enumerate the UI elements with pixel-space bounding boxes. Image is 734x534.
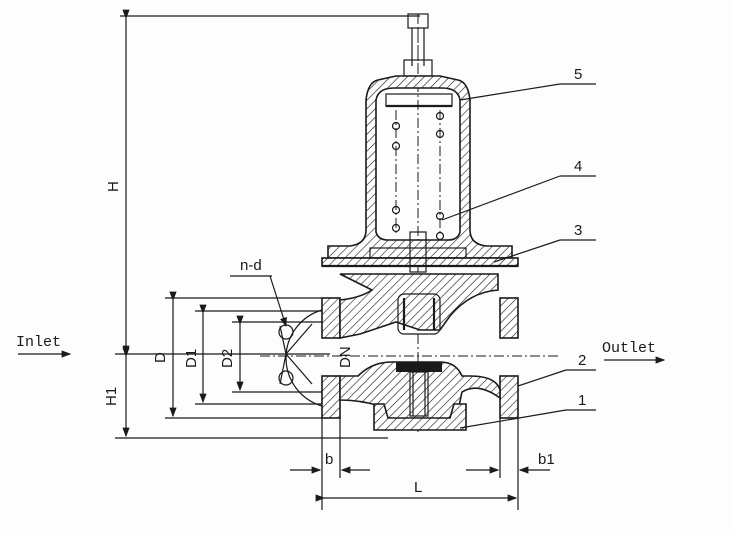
label-h1: H1 (103, 387, 120, 406)
part-number-1: 1 (578, 392, 586, 409)
label-d: D (152, 352, 169, 363)
label-h: H (105, 181, 122, 192)
label-b1: b1 (538, 451, 555, 468)
part-number-5: 5 (574, 66, 582, 83)
label-b: b (325, 451, 333, 468)
dimension-h (115, 9, 420, 356)
label-nd: n-d (240, 257, 262, 274)
spring-part-4 (391, 110, 445, 241)
label-l: L (414, 479, 422, 496)
dimension-d2 (232, 315, 322, 393)
leader-lines (230, 83, 596, 429)
valve-stem (396, 293, 442, 417)
part-number-3: 3 (574, 222, 582, 239)
label-d1: D1 (183, 349, 200, 368)
valve-body-part-2 (321, 273, 519, 431)
dimension-h1 (115, 347, 388, 439)
label-outlet: Outlet (602, 340, 656, 357)
flange-face-view (269, 275, 323, 407)
label-inlet: Inlet (16, 334, 61, 351)
label-d2: D2 (219, 349, 236, 368)
diaphragm-part-3 (321, 231, 519, 273)
label-dn: DN (337, 346, 354, 368)
part-number-2: 2 (578, 352, 586, 369)
part-number-4: 4 (574, 158, 582, 175)
bonnet-part-5 (327, 75, 513, 259)
dimension-d1 (195, 304, 322, 405)
dimension-d (165, 291, 322, 419)
dimension-b1 (466, 418, 550, 510)
